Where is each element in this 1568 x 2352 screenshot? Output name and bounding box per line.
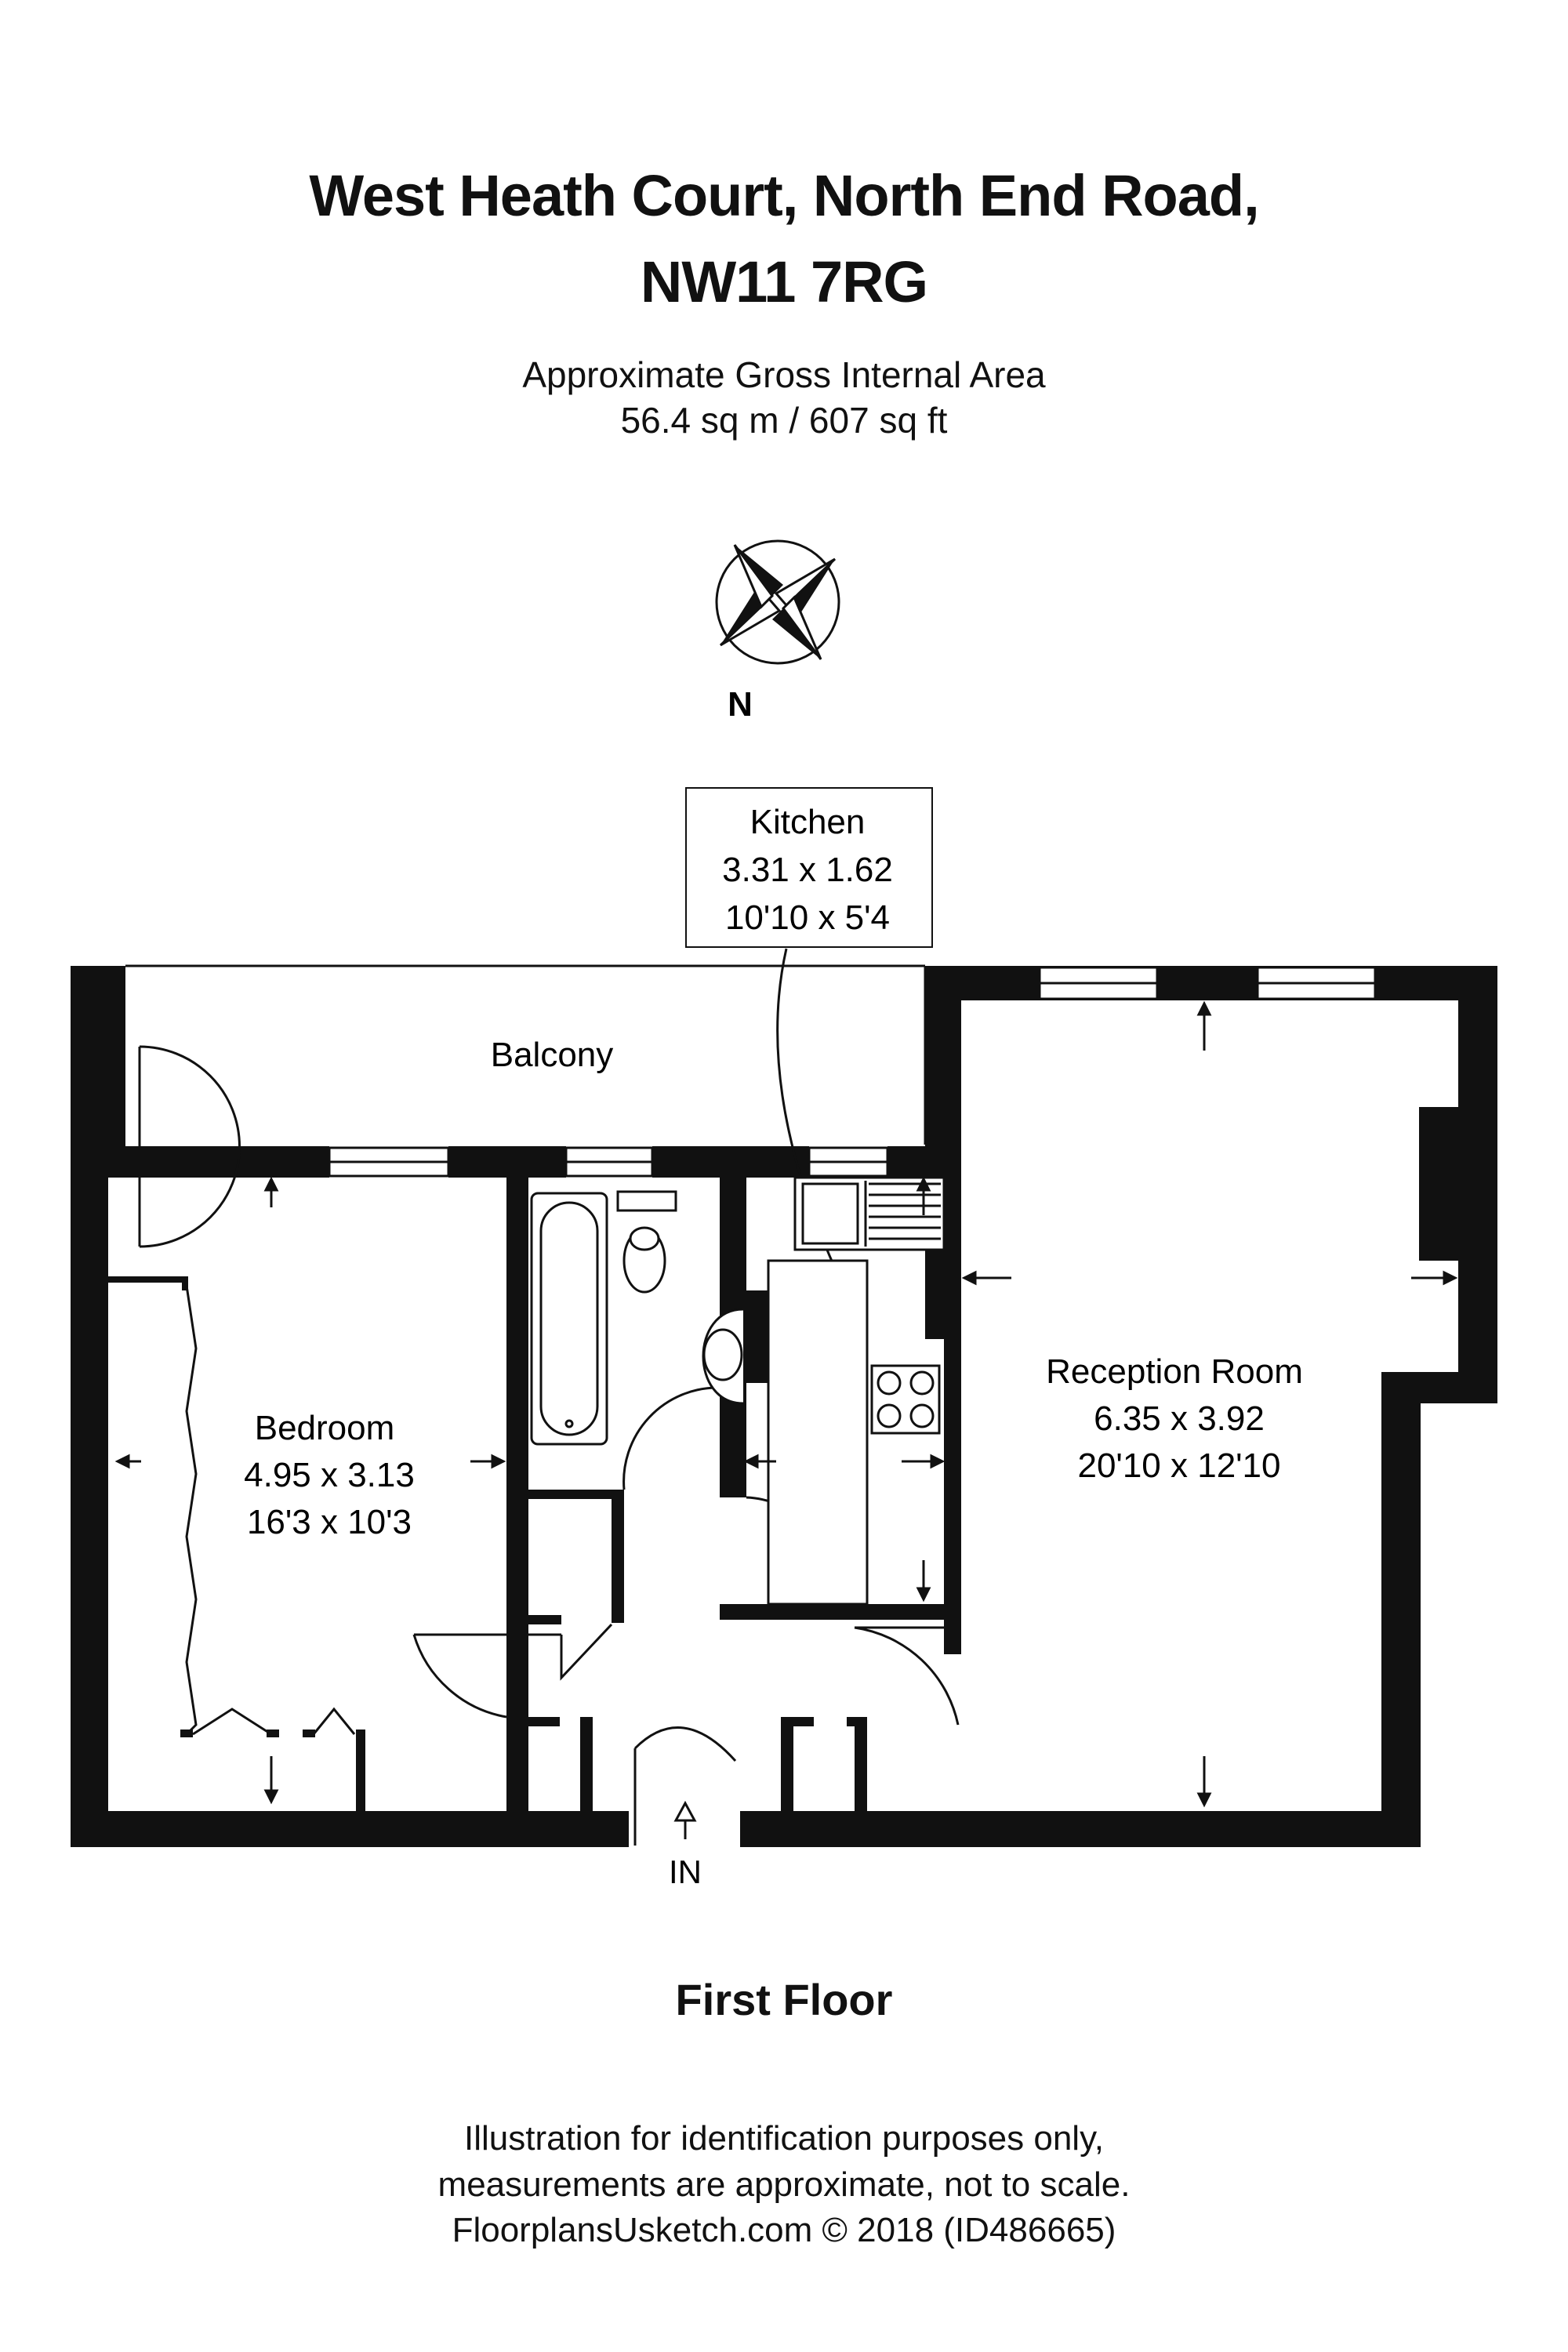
property-title-line2: NW11 7RG [640,249,928,314]
kitchen-name: Kitchen [750,803,866,841]
reception-imperial: 20'10 x 12'10 [1077,1446,1280,1485]
compass-rose-icon [715,539,840,665]
walls [71,966,1497,1847]
area-value: 56.4 sq m / 607 sq ft [620,400,948,441]
entrance-label: IN [669,1853,702,1890]
measurement-arrows [114,1000,1458,1839]
compass-north-label: N [728,685,753,724]
area-label: Approximate Gross Internal Area [522,354,1046,395]
reception-name: Reception Room [1046,1352,1303,1391]
kitchen-label-box [685,787,933,948]
disclaimer-line1: Illustration for identification purposes… [463,2119,1105,2158]
copyright-line: FloorplansUsketch.com © 2018 (ID486665) [452,2211,1116,2249]
bathroom-fixtures [530,1190,744,1446]
bedroom-name: Bedroom [255,1409,395,1447]
property-title-line1: West Heath Court, North End Road, [309,163,1259,228]
bedroom-metric: 4.95 x 3.13 [244,1456,415,1494]
disclaimer-line2: measurements are approximate, not to sca… [437,2165,1131,2204]
reception-metric: 6.35 x 3.92 [1094,1399,1265,1438]
wardrobe-doors [185,1285,356,1736]
kitchen-imperial: 10'10 x 5'4 [725,898,890,937]
bedroom-imperial: 16'3 x 10'3 [247,1503,412,1541]
kitchen-metric: 3.31 x 1.62 [722,851,893,889]
kitchen-fixtures [767,1176,946,1606]
window-glazing [329,982,1375,1163]
floor-label: First Floor [675,1975,893,2024]
balcony-name: Balcony [491,1036,614,1074]
